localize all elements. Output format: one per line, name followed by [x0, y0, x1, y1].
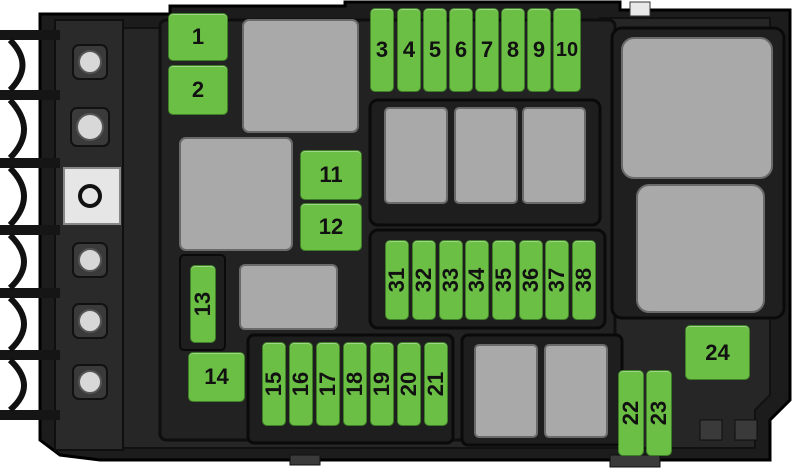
fuse-35: 35: [491, 240, 516, 320]
fuse-14: 14: [188, 352, 245, 402]
fuse-4: 4: [397, 8, 421, 92]
relay-mid-left: [179, 137, 293, 251]
fuse-6: 6: [449, 8, 473, 92]
fuse-8: 8: [501, 8, 525, 92]
fuse-33: 33: [438, 240, 463, 320]
relay-right-top: [621, 37, 773, 179]
fuse-3: 3: [370, 8, 394, 92]
fuse-13: 13: [190, 265, 216, 343]
fuse-34: 34: [464, 240, 489, 320]
relay-bottom-1: [474, 344, 538, 438]
bolts: [63, 44, 121, 400]
relays: [179, 19, 773, 438]
fuse-37: 37: [544, 240, 569, 320]
relay-row-1: [384, 107, 448, 204]
fuse-21: 21: [423, 342, 448, 426]
fuse-16: 16: [288, 342, 313, 426]
fuse-7: 7: [475, 8, 499, 92]
fuse-18: 18: [342, 342, 367, 426]
fuse-38: 38: [571, 240, 596, 320]
fuse-36: 36: [518, 240, 543, 320]
fuse-11: 11: [300, 150, 362, 200]
relay-row-2: [454, 107, 518, 204]
fuse-24: 24: [685, 325, 750, 380]
relay-small-center: [239, 264, 338, 330]
relay-row-3: [522, 107, 586, 204]
fuse-23: 23: [646, 370, 672, 456]
connectors: [289, 1, 758, 468]
relay-top-center: [242, 19, 359, 133]
fuse-22: 22: [618, 370, 644, 456]
terminal-strip: [0, 19, 124, 451]
fuse-10: 10: [553, 8, 581, 92]
fuse-15: 15: [261, 342, 286, 426]
fuse-12: 12: [300, 203, 362, 251]
fuse-5: 5: [423, 8, 447, 92]
fuse-31: 31: [384, 240, 409, 320]
fuse-19: 19: [369, 342, 394, 426]
fuse-20: 20: [396, 342, 421, 426]
relay-right-bottom: [636, 184, 765, 313]
fuse-1: 1: [168, 13, 228, 61]
fuse-32: 32: [411, 240, 436, 320]
relay-bottom-2: [544, 344, 608, 438]
fuse-9: 9: [527, 8, 551, 92]
fuse-2: 2: [168, 65, 228, 115]
fuse-17: 17: [315, 342, 340, 426]
